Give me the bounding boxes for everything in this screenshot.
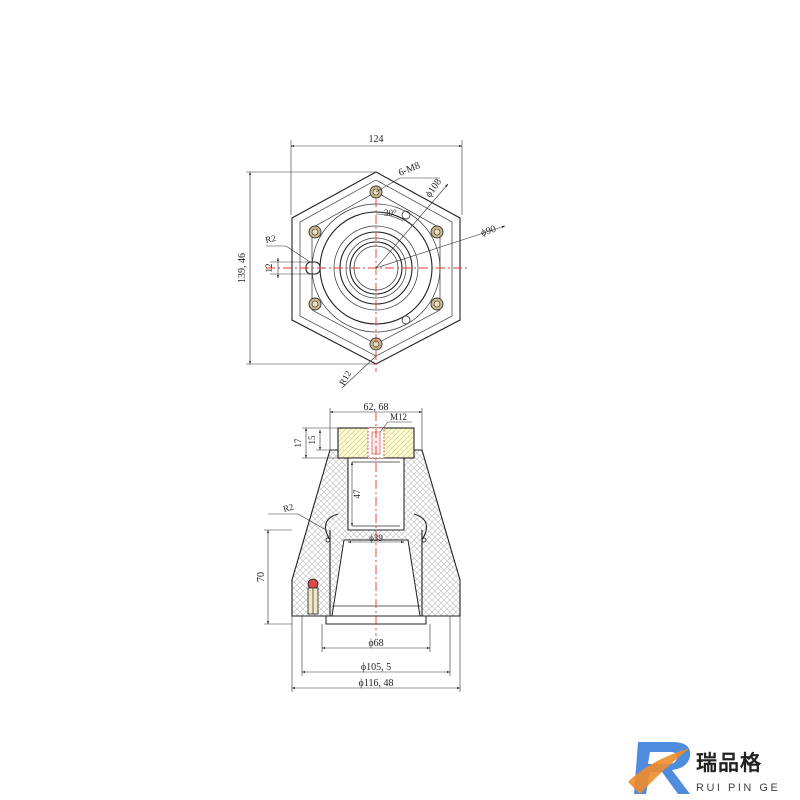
logo-cn-text: 瑞品格 xyxy=(696,751,762,775)
logo-r-mark xyxy=(628,742,691,794)
dim-corner-radius-label: R12 xyxy=(337,369,353,387)
dim-depth-label: 47 xyxy=(352,489,362,499)
top-view: 124 139, 46 xyxy=(237,134,506,389)
dim-inner-dia-label: ϕ39 xyxy=(369,533,383,543)
dim-height-label: 139, 46 xyxy=(237,253,248,283)
dim-bolt-circle-label: ϕ108 xyxy=(423,177,444,200)
dim-slot-radius-label: R2 xyxy=(264,233,276,245)
dim-thread-label: M12 xyxy=(390,412,407,422)
dim-angle-label: 30° xyxy=(384,208,397,218)
dim-bore-label: ϕ90 xyxy=(480,224,498,239)
dim-base-outer-label: ϕ116, 48 xyxy=(359,678,394,689)
pin xyxy=(307,578,319,615)
logo-en-text: RUI PIN GE xyxy=(696,782,780,794)
dim-top-width-label: 62, 68 xyxy=(364,402,389,413)
dim-height-label-side: 70 xyxy=(256,572,267,582)
dim-slot-width-label: 12 xyxy=(264,264,274,273)
dim-holes-label: 6-M8 xyxy=(397,160,422,179)
dim-width-label: 124 xyxy=(369,134,384,145)
dim-base-inner-label: ϕ68 xyxy=(368,638,383,649)
dim-h17-label: 17 xyxy=(293,438,303,448)
side-view: 62, 68 M12 17 15 47 R2 ϕ39 70 ϕ68 xyxy=(256,402,461,692)
dim-radius-label: R2 xyxy=(282,502,295,514)
dim-base-mid-label: ϕ105, 5 xyxy=(361,662,391,673)
dim-h15-label: 15 xyxy=(307,435,317,445)
brand-logo: 瑞品格 RUI PIN GE xyxy=(628,742,780,794)
